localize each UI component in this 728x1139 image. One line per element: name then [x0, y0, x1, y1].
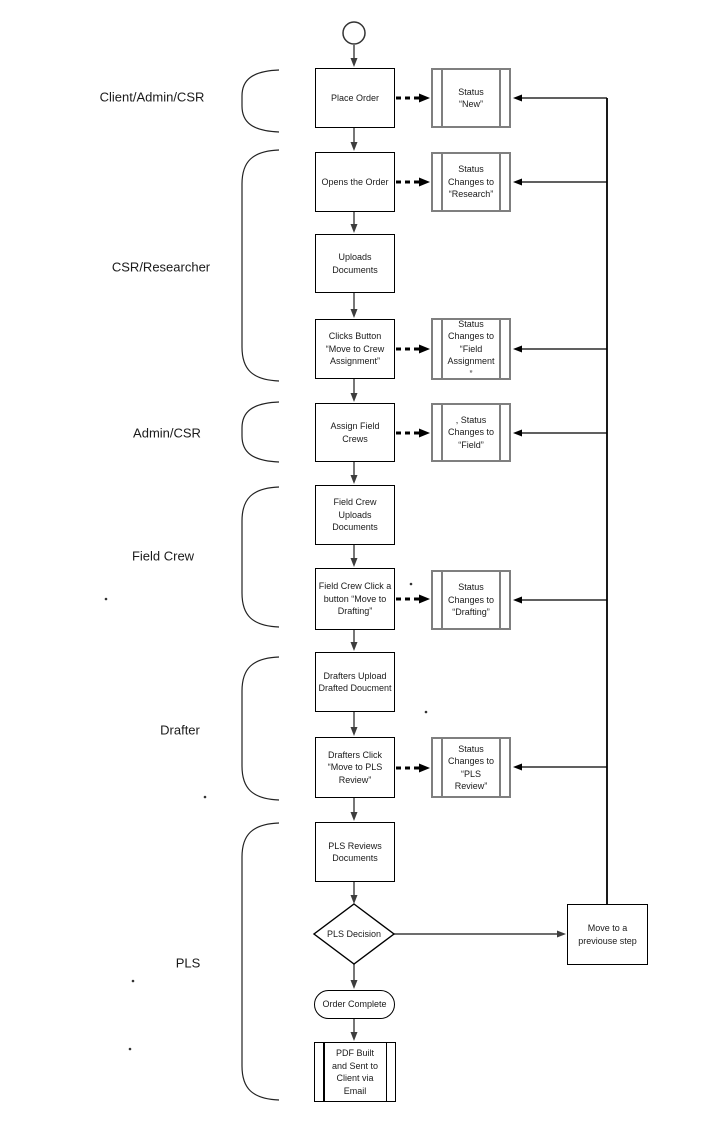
role-label-client-admin-csr: Client/Admin/CSR	[99, 89, 205, 105]
node-move-previous-step: Move to a previouse step	[567, 904, 648, 965]
status-pls-review: Status Changes to “PLS Review”	[431, 737, 511, 798]
node-field-crew-uploads: Field Crew Uploads Documents	[315, 485, 395, 545]
subprocess-bar	[499, 154, 501, 210]
node-label: Field Crew Click a button “Move to Draft…	[318, 581, 392, 617]
node-label: Place Order	[330, 92, 380, 103]
node-label: Opens the Order	[321, 176, 389, 187]
node-clicks-move-crew: Clicks Button “Move to Crew Assignment”	[315, 319, 395, 379]
status-new: Status “New”	[431, 68, 511, 128]
status-drafting: Status Changes to “Drafting”	[431, 570, 511, 630]
subprocess-bar	[499, 70, 501, 126]
subprocess-bar	[499, 405, 501, 460]
role-label-pls: PLS	[175, 955, 201, 971]
role-label-admin-csr: Admin/CSR	[133, 425, 201, 441]
node-label: Order Complete	[322, 999, 387, 1010]
node-place-order: Place Order	[315, 68, 395, 128]
role-brackets	[241, 69, 280, 1101]
status-label: Status Changes to “Research”	[447, 164, 495, 200]
subprocess-bar	[323, 1043, 325, 1101]
node-pdf-built: PDF Built and Sent to Client via Email	[314, 1042, 396, 1102]
node-label: Clicks Button “Move to Crew Assignment”	[325, 331, 385, 367]
subprocess-bar	[441, 70, 443, 126]
status-field: , Status Changes to “Field”	[431, 403, 511, 462]
node-label: Field Crew Uploads Documents	[332, 497, 378, 533]
node-label: Move to a previouse step	[578, 923, 637, 946]
node-label: Uploads Documents	[332, 252, 378, 275]
node-label: Drafters Click “Move to PLS Review”	[327, 749, 383, 785]
status-label: Status Changes to “Field Assignment ”	[447, 318, 495, 379]
node-drafters-click: Drafters Click “Move to PLS Review”	[315, 737, 395, 798]
node-label: Assign Field Crews	[330, 421, 380, 444]
node-uploads-documents: Uploads Documents	[315, 234, 395, 293]
status-label: Status “New”	[458, 86, 484, 110]
node-opens-order: Opens the Order	[315, 152, 395, 212]
subprocess-bar	[441, 405, 443, 460]
feedback-branch-arrows	[513, 94, 607, 771]
role-label-drafter: Drafter	[160, 722, 200, 738]
flow-arrows	[350, 45, 566, 1041]
dashed-status-arrows	[396, 93, 430, 773]
status-label: Status Changes to “PLS Review”	[447, 743, 495, 792]
status-label: , Status Changes to “Field”	[447, 414, 495, 450]
subprocess-bar	[441, 739, 443, 796]
status-label: Status Changes to “Drafting”	[447, 582, 495, 618]
node-assign-field-crews: Assign Field Crews	[315, 403, 395, 462]
subprocess-bar	[499, 572, 501, 628]
role-label-csr-researcher: CSR/Researcher	[111, 259, 211, 275]
role-label-field-crew: Field Crew	[131, 548, 195, 564]
node-label: Drafters Upload Drafted Doucment	[318, 670, 392, 694]
subprocess-bar	[499, 320, 501, 378]
stray-dots	[104, 582, 428, 1051]
status-field-assignment: Status Changes to “Field Assignment ”	[431, 318, 511, 380]
subprocess-bar	[385, 1043, 387, 1101]
node-label: PLS Decision	[326, 929, 382, 939]
node-field-crew-click: Field Crew Click a button “Move to Draft…	[315, 568, 395, 630]
subprocess-bar	[441, 320, 443, 378]
start-circle-icon	[342, 21, 366, 45]
node-label: PDF Built and Sent to Client via Email	[331, 1048, 379, 1096]
status-research: Status Changes to “Research”	[431, 152, 511, 212]
decision-diamond-shape	[312, 903, 396, 965]
subprocess-bar	[441, 572, 443, 628]
node-pls-decision: PLS Decision	[317, 918, 391, 950]
node-drafters-upload: Drafters Upload Drafted Doucment	[315, 652, 395, 712]
subprocess-bar	[499, 739, 501, 796]
subprocess-bar	[441, 154, 443, 210]
node-order-complete: Order Complete	[314, 990, 395, 1019]
node-label: PLS Reviews Documents	[328, 840, 382, 864]
node-pls-reviews: PLS Reviews Documents	[315, 822, 395, 882]
